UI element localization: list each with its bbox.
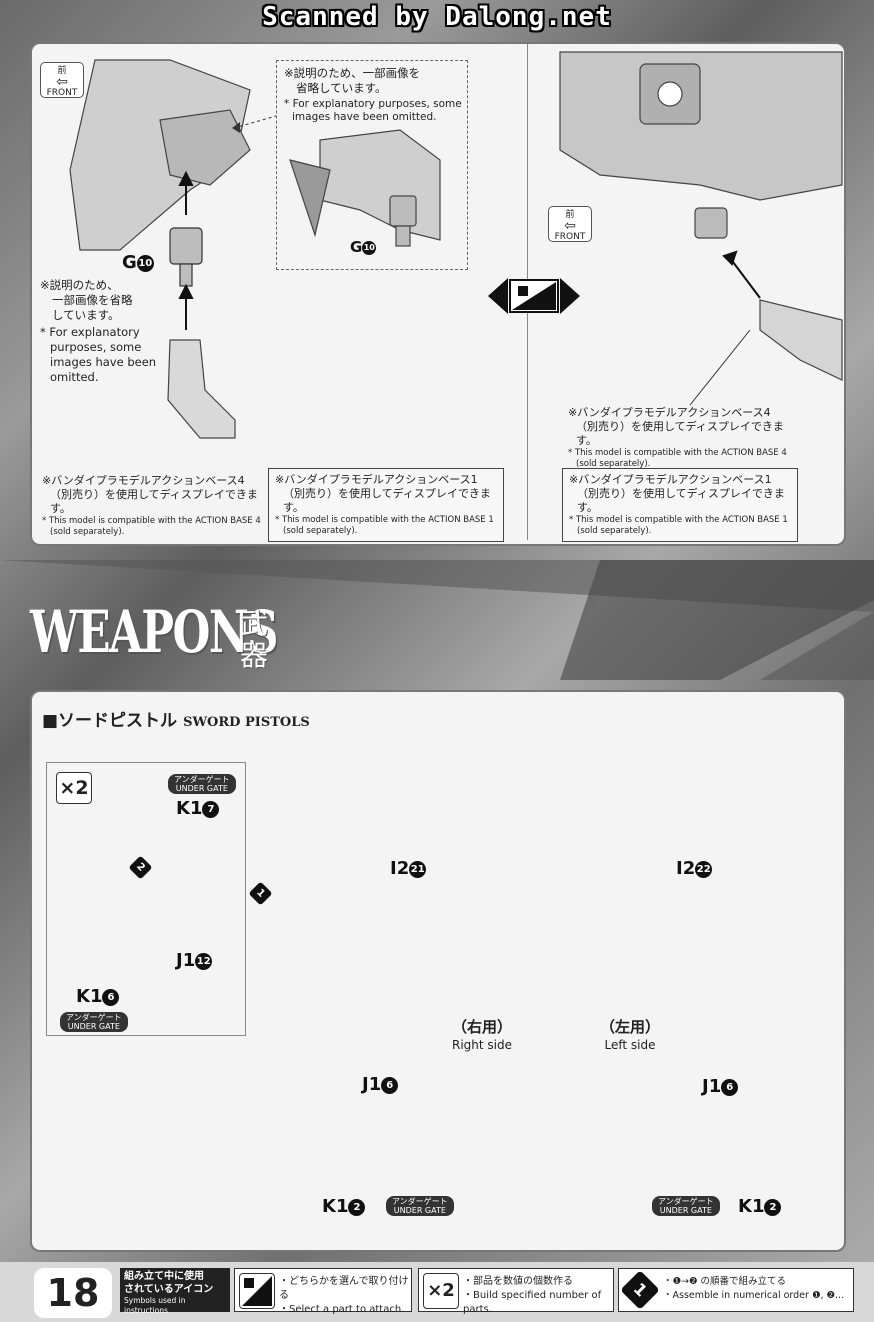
order-icon: 1 <box>620 1270 660 1310</box>
detail-figure <box>289 129 441 247</box>
note-omitted-center: ※説明のため、一部画像を 省略しています。 * For explanatory … <box>284 66 462 123</box>
scan-credit: Scanned by Dalong.net <box>262 2 612 32</box>
legend-build-count: ×2 ・部品を数値の個数作る・Build specified number of… <box>418 1268 614 1315</box>
robot-right-figure <box>559 51 843 381</box>
arrow-right-diag <box>722 250 761 299</box>
note-base1-center: ※バンダイプラモデルアクションベース1 （別売り）を使用してディスプレイできます… <box>268 468 504 542</box>
x2-icon: ×2 <box>56 772 92 804</box>
x2-legend-icon: ×2 <box>423 1273 459 1309</box>
symbols-heading: 組み立て中に使用 されているアイコン Symbols used in instr… <box>120 1268 230 1315</box>
weapons-band <box>0 560 874 680</box>
left-side-label: （左用） Left side <box>600 1018 661 1052</box>
leader-line <box>689 329 751 406</box>
detail-frame <box>276 60 468 270</box>
arrow-up-left <box>178 170 194 330</box>
robot-left-figure <box>69 59 251 439</box>
part-g10-left-shape <box>169 227 203 287</box>
choose-icon <box>239 1273 275 1309</box>
front-indicator-right: 前 ⇦ FRONT <box>548 206 592 242</box>
subassembly-frame <box>46 762 246 1036</box>
legend-choose: ・どちらかを選んで取り付ける・Select a part to attach. <box>234 1268 412 1315</box>
page-number: 18 <box>34 1268 112 1318</box>
weapons-title: WEAPONS <box>30 598 279 666</box>
note-base1-right: ※バンダイプラモデルアクションベース1 （別売り）を使用してディスプレイできます… <box>562 468 798 542</box>
sword-pistols-panel <box>30 690 846 1252</box>
weapons-title-jp: 武器 <box>240 607 269 672</box>
step-2-marker: 2 <box>128 854 153 880</box>
right-side-label: （右用） Right side <box>452 1018 513 1052</box>
step-1-marker: 1 <box>248 880 273 906</box>
note-omitted-left: ※説明のため、 一部画像を省略 しています。 * For explanatory… <box>40 278 157 384</box>
dashed-pointer <box>233 115 277 129</box>
front-indicator-left: 前 ⇦ FRONT <box>40 62 84 98</box>
note-base4-right: ※バンダイプラモデルアクションベース4 （別売り）を使用してディスプレイできます… <box>568 406 787 469</box>
part-g10-center: G10 <box>350 238 377 256</box>
alternate-choice-icon <box>488 276 580 316</box>
legend-order: 1 ・❶→❷ の順番で組み立てる・Assemble in numerical o… <box>618 1268 854 1312</box>
note-base4-left: ※バンダイプラモデルアクションベース4 （別売り）を使用してディスプレイできます… <box>42 474 261 537</box>
